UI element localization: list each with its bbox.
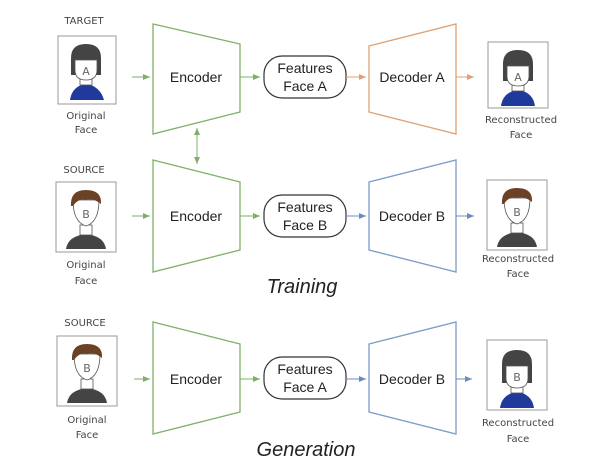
- original-face-b: B: [56, 335, 118, 407]
- decoder-b-block: [368, 321, 457, 435]
- encoder-block: [152, 321, 241, 435]
- face-letter: A: [514, 71, 522, 84]
- caption-line1: Reconstructed: [482, 418, 554, 429]
- face-letter: B: [82, 208, 90, 221]
- decoder-label: Decoder B: [379, 371, 445, 387]
- caption-line1: Original: [66, 260, 105, 271]
- decoder-label: Decoder B: [379, 208, 445, 224]
- features-line1: Features: [277, 361, 332, 377]
- caption-line2: Face: [75, 276, 98, 287]
- caption-line2: Face: [507, 269, 530, 280]
- reconstructed-face-b: B: [486, 179, 548, 251]
- row-source-generation: SOURCE B Original Face Encoder Features …: [56, 318, 554, 445]
- face-a-icon: [70, 44, 104, 100]
- face-a-icon: [500, 350, 534, 408]
- encoder-block: [152, 23, 241, 135]
- encoder-label: Encoder: [170, 208, 222, 224]
- encoder-block: [152, 159, 241, 273]
- row-source-training: SOURCE B Original Face Encoder Features …: [55, 159, 554, 287]
- face-letter: B: [83, 362, 91, 375]
- face-a-icon: [501, 50, 535, 106]
- encoder-label: Encoder: [170, 371, 222, 387]
- caption-line1: Reconstructed: [482, 254, 554, 265]
- encoder-label: Encoder: [170, 69, 222, 85]
- face-letter: A: [82, 65, 90, 78]
- caption-line1: Original: [67, 415, 106, 426]
- caption-line2: Face: [510, 130, 533, 141]
- caption-line2: Face: [507, 434, 530, 445]
- face-b-icon: [67, 344, 107, 403]
- role-label: SOURCE: [63, 165, 104, 176]
- caption-line2: Face: [76, 430, 99, 441]
- reconstructed-face-swapped: B: [486, 339, 548, 411]
- face-letter: B: [513, 371, 521, 384]
- reconstructed-face-a: A: [487, 41, 549, 109]
- features-line2: Face A: [283, 379, 327, 395]
- face-b-icon: [66, 190, 106, 249]
- features-node: [263, 356, 347, 400]
- features-line2: Face A: [283, 78, 327, 94]
- original-face-a: A: [57, 35, 117, 105]
- decoder-label: Decoder A: [379, 69, 445, 85]
- caption-line1: Original: [66, 111, 105, 122]
- features-line2: Face B: [283, 217, 327, 233]
- row-target: TARGET A Original Face Encoder Features …: [57, 16, 557, 141]
- features-line1: Features: [277, 60, 332, 76]
- original-face-b: B: [55, 181, 117, 253]
- section-title-training: Training: [267, 276, 338, 298]
- decoder-b-block: [368, 159, 457, 273]
- face-b-icon: [497, 188, 537, 247]
- caption-line1: Reconstructed: [485, 115, 557, 126]
- features-line1: Features: [277, 199, 332, 215]
- caption-line2: Face: [75, 125, 98, 136]
- role-label: TARGET: [63, 16, 104, 27]
- section-title-generation: Generation: [257, 439, 356, 461]
- decoder-a-block: [368, 23, 457, 135]
- face-letter: B: [513, 206, 521, 219]
- role-label: SOURCE: [64, 318, 105, 329]
